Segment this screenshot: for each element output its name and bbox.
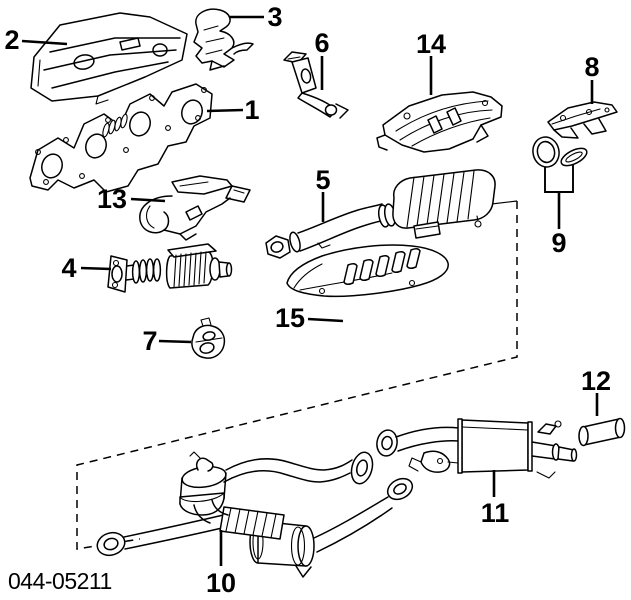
leader-15 <box>307 317 344 323</box>
callout-7: 7 <box>142 326 157 356</box>
callout-11: 11 <box>481 498 510 528</box>
callout-labels: 1 2 3 4 5 6 7 8 9 10 11 12 13 14 15 <box>4 2 611 598</box>
part-8-tailpipe-support-bracket <box>547 101 618 139</box>
callout-4: 4 <box>61 253 76 283</box>
callout-3: 3 <box>267 2 282 32</box>
callout-13: 13 <box>97 184 127 214</box>
callout-10: 10 <box>206 568 236 598</box>
leader-9-bracket <box>544 165 574 193</box>
dashed-assembly-outline <box>76 200 518 550</box>
callout-leaders <box>21 15 599 566</box>
part-6-pipe-support-bracket <box>283 51 349 119</box>
leader-13 <box>130 197 166 203</box>
leader-7 <box>158 339 192 344</box>
part-12-exhaust-tip <box>578 417 626 447</box>
callout-6: 6 <box>314 28 329 58</box>
callout-12: 12 <box>581 366 611 396</box>
part-3-heat-insulator-end <box>193 8 254 71</box>
part-14-floor-heat-insulator <box>376 91 503 153</box>
leader-2 <box>21 39 68 46</box>
callout-14: 14 <box>416 29 446 59</box>
callout-8: 8 <box>584 52 599 82</box>
part-7-exhaust-rubber-hanger <box>191 317 226 359</box>
leader-4 <box>80 266 112 271</box>
part-5-center-exhaust-pipe <box>265 169 496 259</box>
part-10-front-exhaust-pipe-assembly <box>96 451 414 578</box>
part-1-exhaust-manifold-gasket <box>29 83 213 193</box>
callout-2: 2 <box>4 25 19 55</box>
part-9-exhaust-gaskets <box>532 136 588 168</box>
part-2-manifold-heat-insulator <box>30 12 188 105</box>
callout-9: 9 <box>551 228 566 258</box>
callout-1: 1 <box>244 95 259 125</box>
part-11-rear-muffler <box>376 418 578 479</box>
leader-1 <box>206 108 244 113</box>
part-13-converter-heat-insulator <box>139 175 251 241</box>
callout-5: 5 <box>315 165 330 195</box>
callout-15: 15 <box>275 303 305 333</box>
part-4-front-catalytic-converter <box>107 243 233 293</box>
part-15-converter-lower-heat-insulator <box>286 244 449 298</box>
drawing-code: 044-05211 <box>8 568 112 594</box>
